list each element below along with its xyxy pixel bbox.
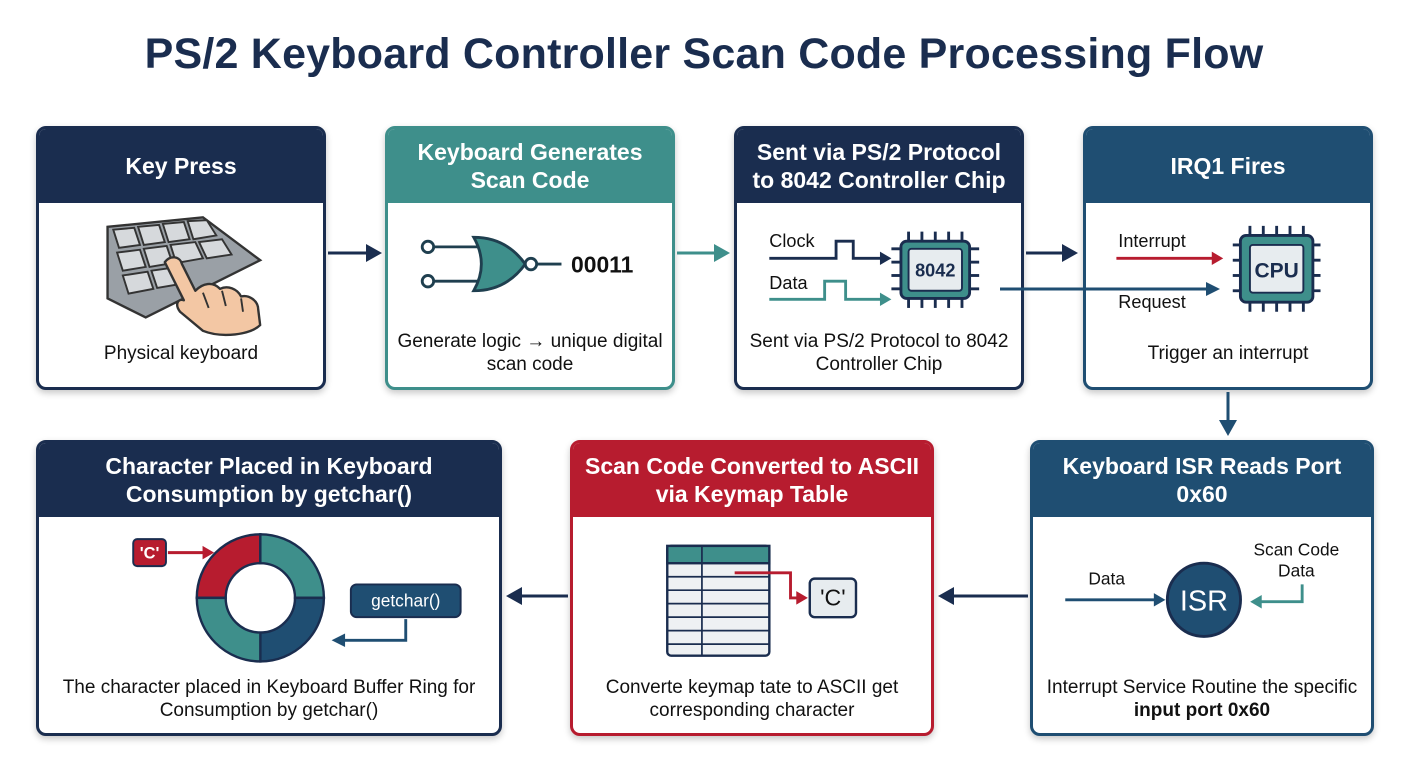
page-title: PS/2 Keyboard Controller Scan Code Proce… bbox=[144, 30, 1264, 78]
clock-label: Clock bbox=[769, 231, 815, 251]
step-title: Key Press bbox=[39, 129, 323, 203]
data-label: Data bbox=[1088, 568, 1125, 588]
svg-text:ISR: ISR bbox=[1180, 585, 1228, 617]
scan-code-label: Scan Code bbox=[1253, 540, 1339, 560]
ring-buffer-diagram: 'C' getchar() bbox=[39, 517, 499, 673]
step-title: Keyboard Generates Scan Code bbox=[388, 129, 672, 203]
step-title: Keyboard ISR Reads Port 0x60 bbox=[1033, 443, 1371, 517]
step-title: Scan Code Converted to ASCII via Keymap … bbox=[573, 443, 931, 517]
interrupt-label: Interrupt bbox=[1118, 231, 1185, 251]
step-caption: Interrupt Service Routine the specific i… bbox=[1046, 677, 1358, 721]
step-title: Character Placed in Keyboard Consumption… bbox=[39, 443, 499, 517]
step-caption: Generate logic → unique digital scan cod… bbox=[397, 331, 663, 375]
step-ps2-to-8042: Sent via PS/2 Protocol to 8042 Controlle… bbox=[734, 126, 1024, 390]
char-c-icon: 'C' bbox=[132, 538, 167, 568]
arrow-6-to-5 bbox=[506, 587, 568, 605]
ps2-signal-diagram: Clock Data 8042 bbox=[737, 203, 1021, 327]
keymap-table-diagram: 'C' bbox=[573, 517, 931, 673]
getchar-badge: getchar() bbox=[349, 583, 462, 619]
step-caption: Converte keymap tate to ASCII get corres… bbox=[605, 677, 899, 721]
data-label: Data bbox=[769, 273, 808, 293]
logic-gate-icon: 00011 bbox=[388, 203, 672, 327]
char-c-icon: 'C' bbox=[808, 577, 858, 619]
step-caption: Trigger an interrupt bbox=[1147, 342, 1309, 364]
step-caption: Sent via PS/2 Protocol to 8042 Controlle… bbox=[749, 331, 1009, 375]
request-label: Request bbox=[1118, 292, 1185, 312]
step-caption: Physical keyboard bbox=[103, 342, 259, 364]
arrow-1-to-2 bbox=[328, 244, 382, 262]
arrow-7-to-6 bbox=[938, 587, 1028, 605]
step-irq1-fires: IRQ1 Fires Interrupt Request CPU Trigger… bbox=[1083, 126, 1373, 390]
step-key-press: Key Press bbox=[36, 126, 326, 390]
chip-8042-icon: 8042 bbox=[891, 231, 980, 308]
chip-label: 8042 bbox=[915, 260, 955, 280]
keyboard-hand-icon bbox=[39, 203, 323, 337]
step-buffer-getchar: Character Placed in Keyboard Consumption… bbox=[36, 440, 502, 736]
step-title: Sent via PS/2 Protocol to 8042 Controlle… bbox=[737, 129, 1021, 203]
isr-diagram: Data ISR Scan Code Data bbox=[1033, 517, 1371, 673]
svg-text:'C': 'C' bbox=[140, 544, 160, 562]
step-caption: The character placed in Keyboard Buffer … bbox=[62, 677, 476, 721]
step-generate-scan-code: Keyboard Generates Scan Code 00011 Gener… bbox=[385, 126, 675, 390]
scan-code-value: 00011 bbox=[571, 252, 634, 278]
cpu-label: CPU bbox=[1255, 259, 1299, 282]
svg-text:getchar(): getchar() bbox=[371, 591, 440, 611]
scan-data-label: Data bbox=[1278, 561, 1315, 581]
ring-buffer-icon bbox=[195, 533, 326, 663]
cpu-icon: CPU bbox=[1232, 225, 1321, 312]
arrow-4-to-7 bbox=[1219, 392, 1237, 436]
arrow-2-to-3 bbox=[677, 244, 730, 262]
irq-diagram: Interrupt Request CPU bbox=[1086, 203, 1370, 327]
step-keymap-convert: Scan Code Converted to ASCII via Keymap … bbox=[570, 440, 934, 736]
step-isr-reads-port: Keyboard ISR Reads Port 0x60 Data ISR Sc… bbox=[1030, 440, 1374, 736]
keymap-table-icon bbox=[666, 544, 771, 657]
isr-icon: ISR bbox=[1165, 561, 1242, 638]
svg-text:'C': 'C' bbox=[820, 585, 846, 611]
step-title: IRQ1 Fires bbox=[1086, 129, 1370, 203]
